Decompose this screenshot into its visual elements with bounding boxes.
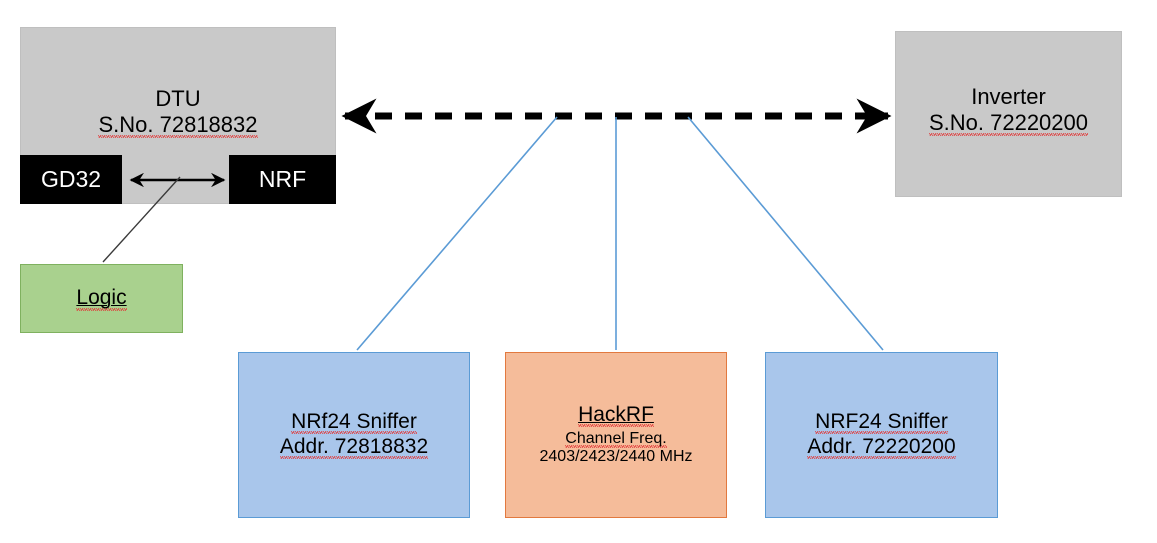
node-inverter[interactable]: Inverter S.No. 72220200 [895,31,1122,197]
hackrf-frequencies: 2403/2423/2440 MHz [539,448,693,466]
chip-gd32-label: GD32 [40,166,102,192]
node-sniffer-right[interactable]: NRF24 Sniffer Addr. 72220200 [765,352,998,518]
sniffer-left-title: NRf24 Sniffer [291,410,417,435]
dtu-title: DTU [155,86,201,111]
hackrf-channel-label: Channel Freq. [565,429,667,448]
inverter-serial: S.No. 72220200 [928,109,1089,136]
logic-label: Logic [76,285,127,312]
inverter-title: Inverter [971,84,1046,109]
node-logic-analyzer[interactable]: Logic [20,264,183,333]
chip-nrf-label: NRF [258,166,307,192]
node-hackrf[interactable]: HackRF Channel Freq. 2403/2423/2440 MHz [505,352,727,518]
connector-sniffer-left-tap [356,116,558,351]
sniffer-left-address: Addr. 72818832 [279,435,429,459]
sniffer-right-title: NRF24 Sniffer [815,410,948,435]
node-sniffer-left[interactable]: NRf24 Sniffer Addr. 72818832 [238,352,470,518]
dtu-serial: S.No. 72818832 [98,111,258,138]
connector-sniffer-right-tap [687,116,884,351]
hackrf-title: HackRF [578,402,654,427]
chip-nrf[interactable]: NRF [229,155,336,204]
sniffer-right-address: Addr. 72220200 [807,435,956,459]
chip-gd32[interactable]: GD32 [20,155,122,204]
